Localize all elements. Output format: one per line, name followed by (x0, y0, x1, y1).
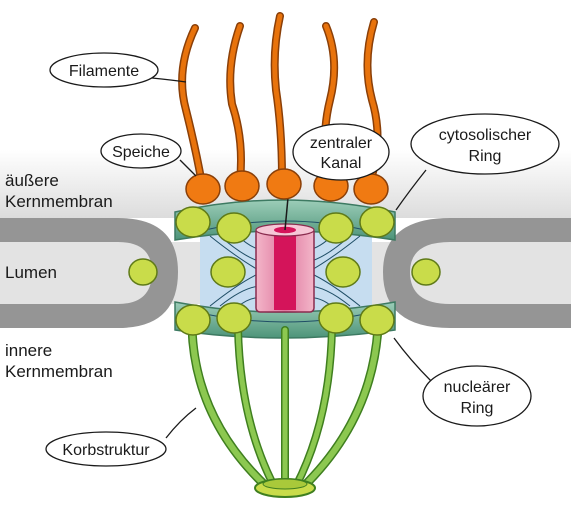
central-channel (255, 175, 315, 313)
callout-filamente: Filamente (49, 52, 187, 88)
label-nuclearer-ring: Ring (461, 400, 494, 417)
right-membrane (383, 218, 571, 328)
label-kanal: Kanal (321, 155, 362, 172)
callout-cytosolischer-ring: cytosolischer Ring (395, 113, 560, 211)
callout-zentraler-kanal: zentraler Kanal (292, 123, 390, 181)
label-innere: innere (5, 341, 53, 360)
label-speiche: Speiche (112, 144, 170, 161)
spoke-balls (185, 168, 389, 205)
label-cytosolischer: cytosolischer (439, 127, 532, 144)
label-innere-kernmembran: innere Kernmembran (5, 340, 113, 382)
label-aeussere-kernmembran: äußere Kernmembran (5, 170, 113, 212)
callout-korbstruktur: Korbstruktur (45, 407, 197, 467)
label-zentraler: zentraler (310, 135, 373, 152)
label-filamente: Filamente (69, 63, 139, 80)
label-lumen: Lumen (5, 262, 57, 283)
label-nuclearer: nucleärer (444, 379, 511, 396)
label-aeussere: äußere (5, 171, 59, 190)
callout-speiche: Speiche (100, 133, 197, 177)
label-korbstruktur: Korbstruktur (62, 442, 150, 459)
label-kernmembran-inner: Kernmembran (5, 362, 113, 381)
left-membrane (0, 218, 178, 328)
ring-balls (128, 206, 441, 336)
basket-structure (187, 323, 383, 498)
callout-nuclearer-ring: nucleärer Ring (393, 337, 532, 427)
label-lumen-text: Lumen (5, 263, 57, 282)
label-kernmembran-outer: Kernmembran (5, 192, 113, 211)
label-cytosolischer-ring: Ring (469, 148, 502, 165)
